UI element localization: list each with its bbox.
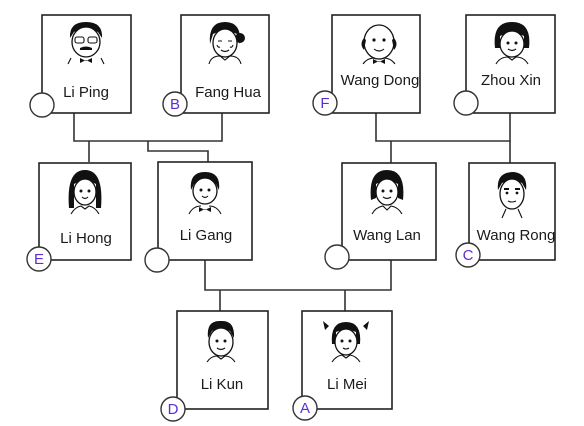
zhou-xin-portrait-icon bbox=[494, 22, 530, 65]
person-li-hong: Li Hong E bbox=[26, 162, 132, 272]
answer-marker: E bbox=[34, 251, 44, 268]
connector-wang-dong-zhou-xin bbox=[375, 113, 511, 142]
person-name: Wang Dong bbox=[341, 72, 420, 89]
person-wang-dong: Wang Dong F bbox=[312, 14, 421, 116]
person-name: Wang Rong bbox=[477, 227, 556, 244]
answer-circle[interactable] bbox=[144, 247, 170, 273]
li-ping-portrait-icon bbox=[67, 22, 105, 65]
person-name: Li Ping bbox=[63, 84, 109, 101]
person-li-mei: Li Mei A bbox=[292, 310, 393, 421]
answer-circle[interactable] bbox=[29, 92, 55, 118]
answer-circle[interactable] bbox=[292, 395, 318, 421]
answer-circle[interactable] bbox=[26, 246, 52, 272]
connector-gen2-right-children bbox=[390, 141, 511, 163]
answer-circle[interactable] bbox=[160, 396, 186, 422]
wang-lan-portrait-icon bbox=[370, 170, 404, 215]
person-name: Wang Lan bbox=[353, 227, 421, 244]
person-name: Li Hong bbox=[60, 230, 112, 247]
person-li-gang: Li Gang bbox=[144, 161, 253, 273]
answer-marker: B bbox=[170, 96, 180, 113]
answer-circle[interactable] bbox=[312, 90, 338, 116]
answer-marker: F bbox=[320, 95, 329, 112]
answer-marker: A bbox=[300, 400, 310, 417]
person-name: Li Mei bbox=[327, 376, 367, 393]
tree-connectors bbox=[73, 113, 511, 311]
person-wang-rong: Wang Rong C bbox=[455, 162, 556, 268]
person-name: Fang Hua bbox=[195, 84, 262, 101]
fang-hua-portrait-icon bbox=[208, 22, 245, 65]
li-hong-portrait-icon bbox=[68, 170, 102, 215]
connector-gen3-children bbox=[219, 290, 346, 311]
connector-gen2-left-children bbox=[88, 141, 209, 162]
answer-circle[interactable] bbox=[455, 242, 481, 268]
wang-rong-portrait-icon bbox=[497, 172, 527, 219]
li-kun-portrait-icon bbox=[206, 320, 236, 363]
person-name: Li Kun bbox=[201, 376, 244, 393]
answer-circle[interactable] bbox=[324, 244, 350, 270]
answer-circle[interactable] bbox=[453, 90, 479, 116]
wang-dong-portrait-icon bbox=[361, 24, 397, 65]
answer-marker: D bbox=[168, 401, 179, 418]
person-fang-hua: Fang Hua B bbox=[162, 14, 270, 117]
connector-li-gang-wang-lan bbox=[204, 260, 392, 291]
answer-circle[interactable] bbox=[162, 91, 188, 117]
person-li-kun: Li Kun D bbox=[160, 310, 269, 422]
li-gang-portrait-icon bbox=[188, 172, 222, 215]
person-name: Zhou Xin bbox=[481, 72, 541, 89]
answer-marker: C bbox=[463, 247, 474, 264]
connector-li-ping-fang-hua bbox=[73, 113, 223, 142]
person-box bbox=[301, 310, 393, 410]
person-li-ping: Li Ping bbox=[29, 14, 132, 118]
li-mei-portrait-icon bbox=[323, 321, 369, 363]
person-zhou-xin: Zhou Xin bbox=[453, 14, 556, 116]
person-name: Li Gang bbox=[180, 227, 233, 244]
person-wang-lan: Wang Lan bbox=[324, 162, 437, 270]
